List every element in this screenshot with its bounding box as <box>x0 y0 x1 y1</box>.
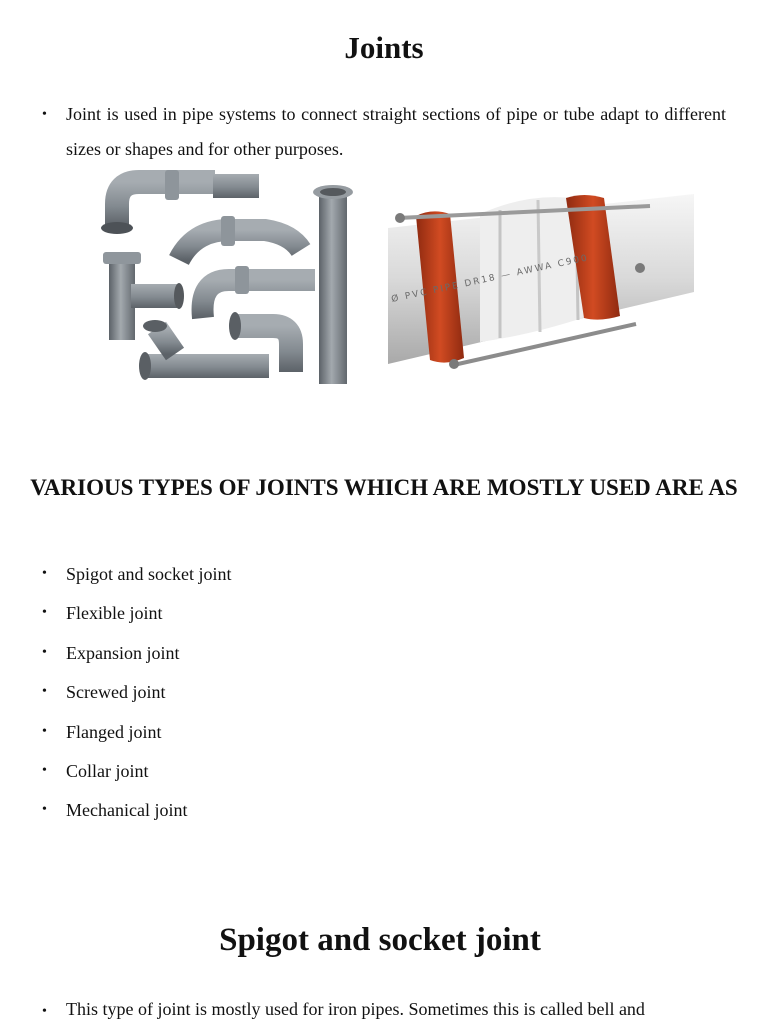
joint-types-list: • Spigot and socket joint • Flexible joint… <box>42 559 542 835</box>
section-paragraph: • This type of joint is mostly used for … <box>42 994 726 1029</box>
bullet-icon: • <box>42 684 47 700</box>
list-item: • Collar joint <box>42 756 542 795</box>
intro-bullet-row: • Joint is used in pipe systems to conne… <box>42 97 726 167</box>
pipe-coupling-image: Ø PVC PIPE DR18 — AWWA C900 <box>388 194 694 369</box>
bullet-icon: • <box>42 802 47 818</box>
pipe-fittings-image <box>101 170 353 384</box>
joint-type-label: Expansion joint <box>66 642 180 663</box>
list-item: • Screwed joint <box>42 677 542 716</box>
joint-type-label: Collar joint <box>66 760 149 781</box>
section-title: Spigot and socket joint <box>219 922 541 958</box>
list-item: • Expansion joint <box>42 638 542 677</box>
bullet-icon: • <box>42 762 47 778</box>
joint-type-label: Flexible joint <box>66 603 163 624</box>
page-title: Joints <box>344 30 424 65</box>
joint-type-label: Screwed joint <box>66 682 166 703</box>
bullet-icon: • <box>42 605 47 621</box>
list-item: • Flanged joint <box>42 717 542 756</box>
joint-type-label: Mechanical joint <box>66 800 188 821</box>
list-item: • Mechanical joint <box>42 795 542 834</box>
bullet-icon: • <box>42 107 47 122</box>
joint-types-heading: VARIOUS TYPES OF JOINTS WHICH ARE MOSTLY… <box>30 475 738 500</box>
section-bullet-row: • This type of joint is mostly used for … <box>42 994 726 1029</box>
bullet-icon: • <box>42 1004 47 1019</box>
list-item: • Flexible joint <box>42 598 542 637</box>
list-item: • Spigot and socket joint <box>42 559 542 598</box>
joint-type-label: Spigot and socket joint <box>66 564 232 584</box>
bullet-icon: • <box>42 566 47 581</box>
bullet-icon: • <box>42 723 47 739</box>
intro-paragraph: • Joint is used in pipe systems to conne… <box>42 97 726 167</box>
intro-text: Joint is used in pipe systems to connect… <box>66 104 726 159</box>
joint-type-label: Flanged joint <box>66 721 162 742</box>
bullet-icon: • <box>42 644 47 660</box>
section-text: This type of joint is mostly used for ir… <box>66 999 645 1019</box>
